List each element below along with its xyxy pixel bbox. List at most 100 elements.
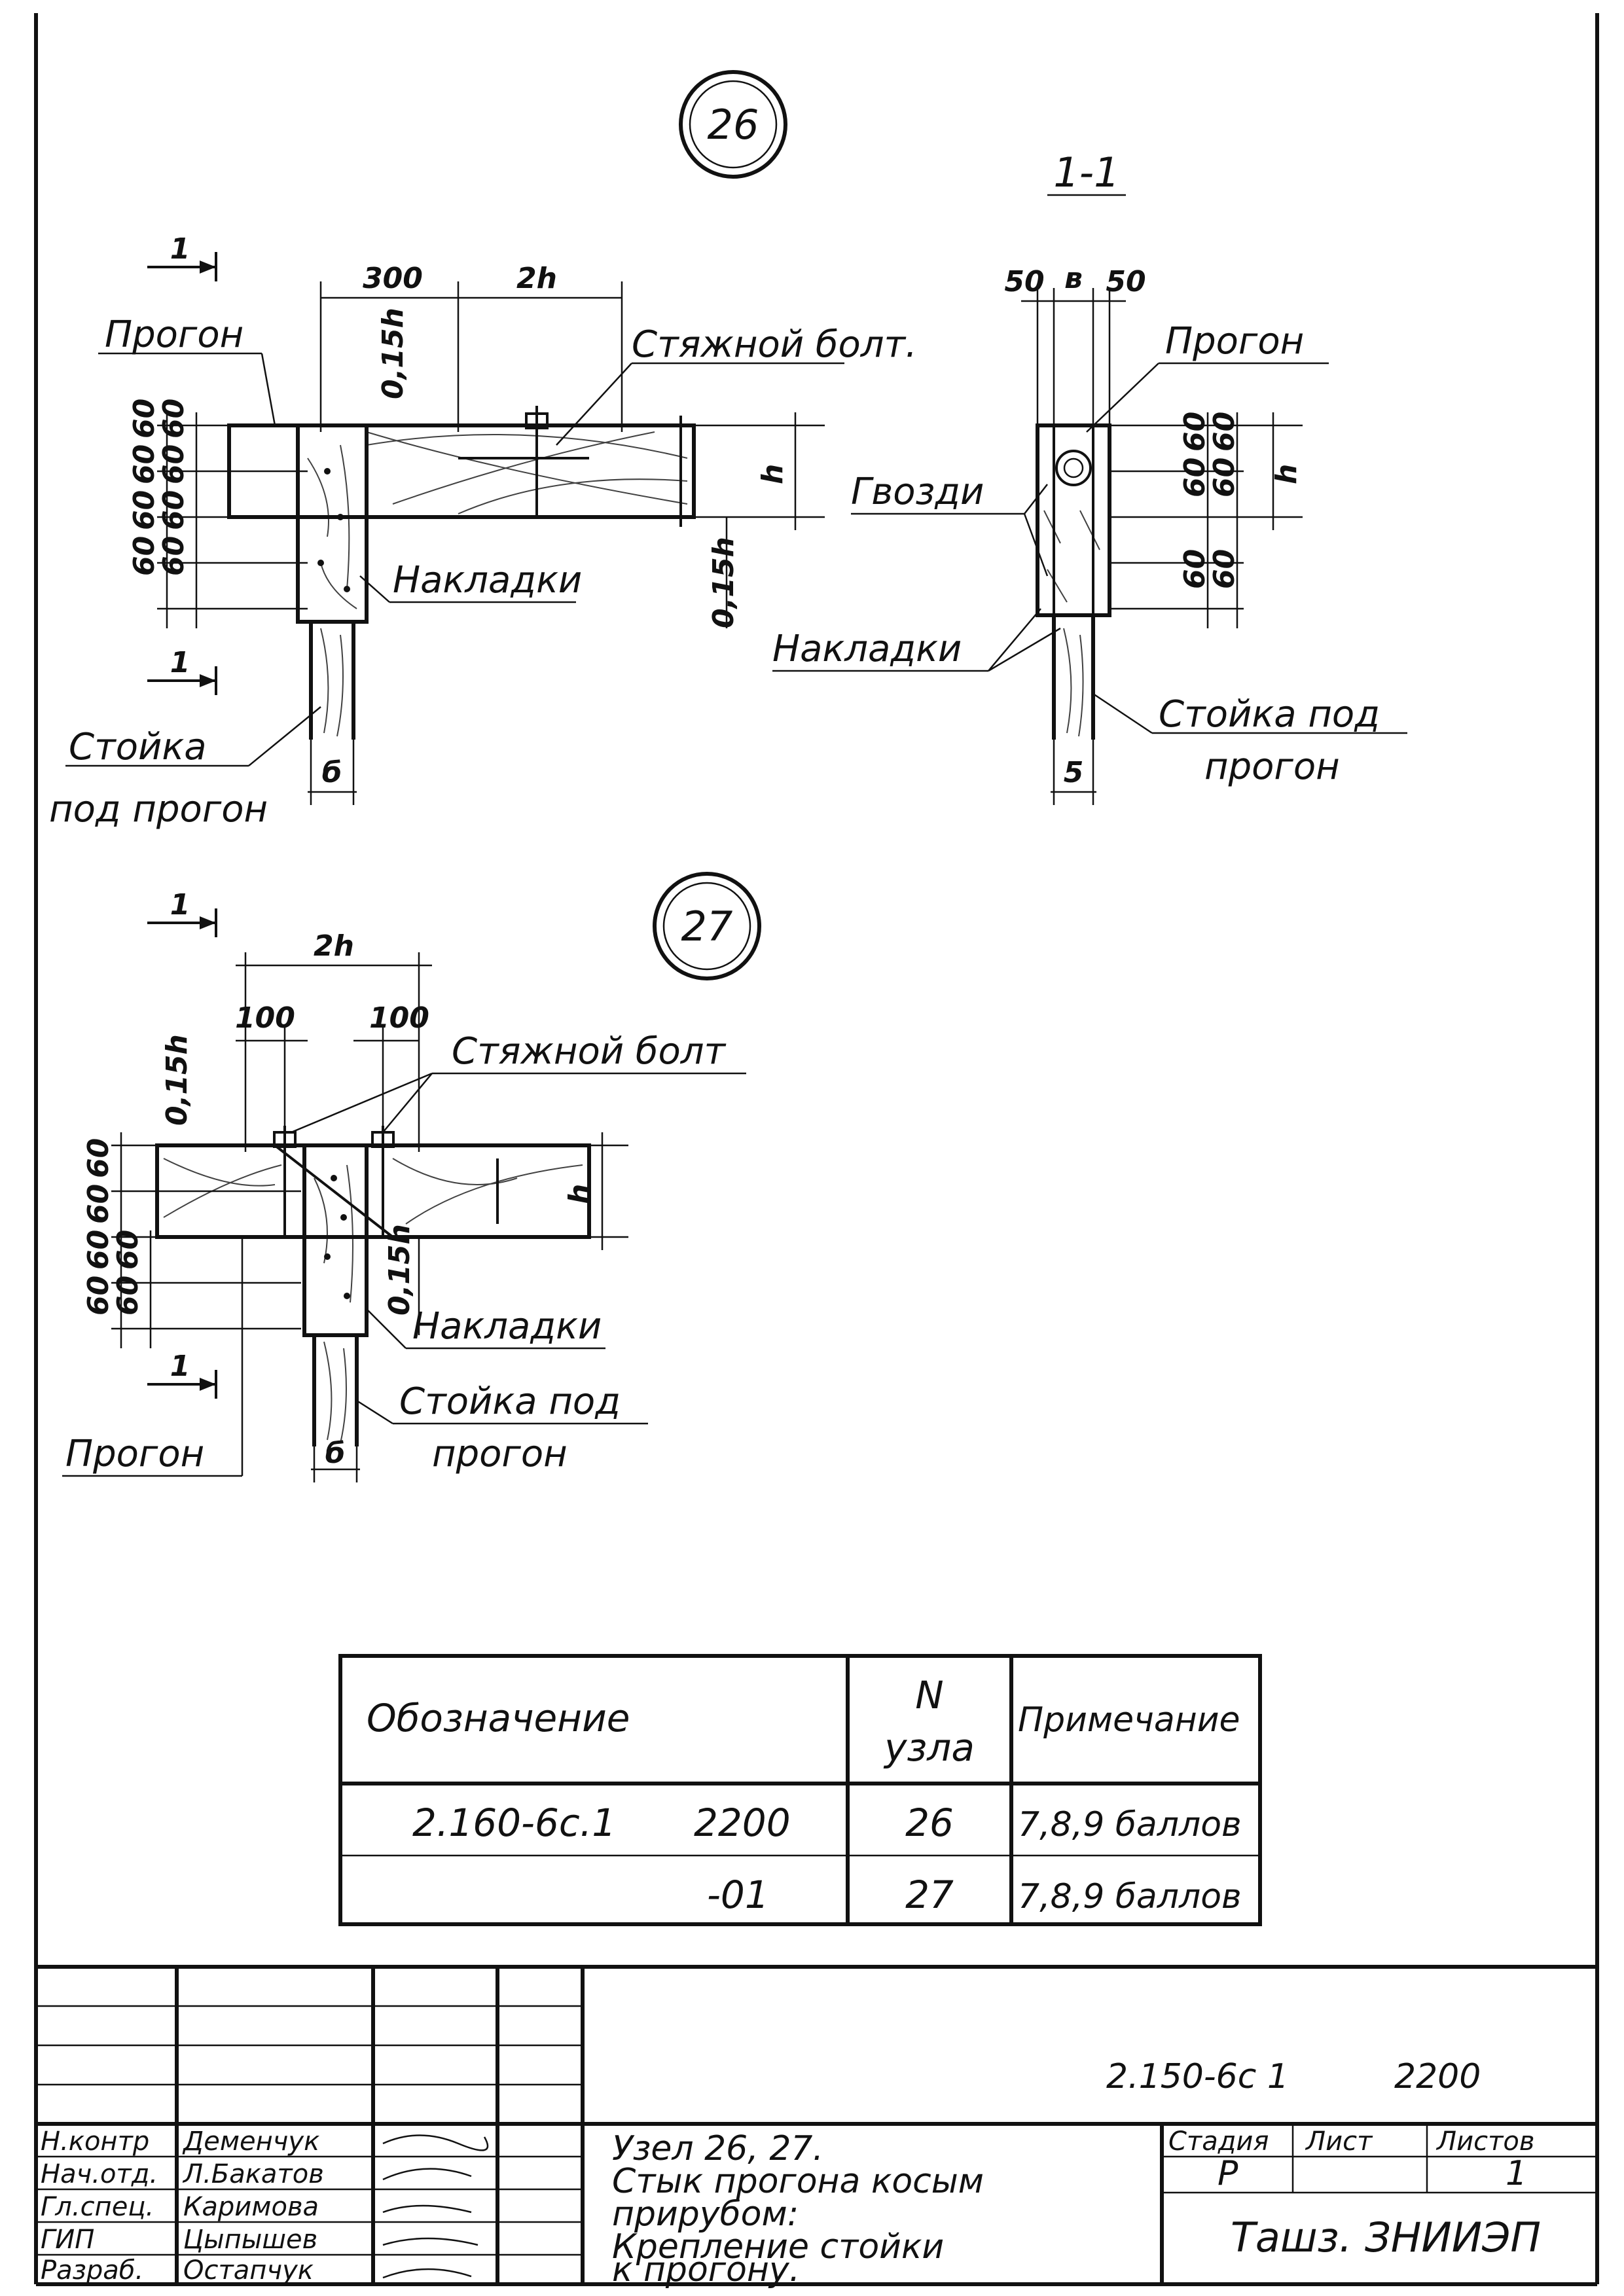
label-pads-27: Накладки [412,1305,602,1348]
svg-text:60: 60 [1208,549,1241,589]
name-3: Цыпышев [183,2225,317,2255]
svg-text:60: 60 [157,490,190,530]
role-4: Разраб. [41,2255,143,2286]
dims-right-section: 60 60 60 60 60 60 h [1110,412,1303,628]
svg-text:60: 60 [128,444,161,484]
svg-text:7,8,9 баллов: 7,8,9 баллов [1018,1877,1242,1916]
svg-text:2h: 2h [516,262,557,295]
svg-text:60: 60 [128,490,161,530]
doc-code: 2.150-6с 1 [1106,2057,1289,2096]
label-post-section-l2: прогон [1204,745,1340,788]
bolt-26 [525,406,549,517]
svg-text:60: 60 [157,536,190,576]
section-mark-bottom-26: 1 [147,646,217,695]
title-block: 2.150-6с 1 2200 Н.контр Нач.отд. Гл.спец… [36,1965,1597,2289]
node-27-drawing: 27 1 1 [62,872,761,1482]
svg-text:h: h [756,464,789,484]
svg-text:60: 60 [1178,457,1212,497]
label-pads-section: Накладки [772,628,962,670]
role-2: Гл.спец. [41,2192,154,2222]
post-27 [312,1335,359,1446]
labels-27: Стяжной болт Накладки Стойка под прогон … [62,1030,746,1477]
name-4: Остапчук [183,2255,314,2286]
label-nails: Гвозди [851,471,984,513]
svg-text:5: 5 [1064,756,1084,789]
header-note: Примечание [1018,1700,1240,1740]
label-bolt-27: Стяжной болт [452,1030,727,1073]
svg-text:1: 1 [170,646,190,679]
title-line-0: Узел 26, 27. [612,2129,823,2168]
svg-text:300: 300 [363,262,423,295]
section-mark-top-26: 1 [147,232,217,281]
header-node-l1: N [915,1673,943,1717]
stage-header: Стадия [1168,2126,1269,2157]
svg-text:60: 60 [111,1230,145,1270]
sheets-value: 1 [1506,2154,1527,2193]
node-26-marker: 26 [679,70,787,179]
role-0: Н.контр [41,2126,149,2157]
node-27-marker: 27 [653,872,761,980]
dims-top-section: 50 в 50 [1004,262,1146,425]
svg-text:60: 60 [128,536,161,576]
svg-text:h: h [563,1184,596,1204]
signatures [382,2134,489,2279]
label-post-26-l1: Стойка [69,726,207,768]
header-designation: Обозначение [367,1696,630,1740]
post-26 [309,622,355,740]
label-purlin-26: Прогон [105,314,244,356]
section-mark-top-27: 1 [147,888,217,937]
dims-right-27: h 0,15h [383,1132,628,1335]
sheets-header: Листов [1435,2126,1534,2157]
table-row: 2.160-6с.1 2200 26 7,8,9 баллов [412,1801,1242,1845]
section-title: 1-1 [1053,149,1119,196]
svg-text:0,15h: 0,15h [160,1034,194,1126]
svg-text:-01: -01 [707,1873,769,1917]
label-post-27-l2: прогон [432,1433,568,1475]
svg-text:1: 1 [170,888,190,922]
labels-26: Прогон Стяжной болт. Накладки Стойка под… [49,314,917,831]
dim-b-27: б [311,1437,360,1482]
svg-text:60: 60 [82,1276,115,1316]
svg-text:60: 60 [1178,549,1212,589]
svg-text:100: 100 [235,1001,295,1035]
svg-text:h: h [1270,464,1303,484]
label-purlin-section: Прогон [1165,320,1304,363]
svg-text:60: 60 [82,1230,115,1270]
title-line-3: Крепление стойки [612,2227,944,2267]
svg-text:1: 1 [170,232,190,266]
header-node-l2: узла [883,1725,975,1770]
svg-text:100: 100 [369,1001,429,1035]
svg-text:26: 26 [905,1801,954,1845]
section-1-1-drawing: 1-1 50 в 50 [772,149,1407,805]
section-body [1036,423,1111,617]
label-pads-26: Накладки [393,559,582,601]
node-26-number: 26 [708,101,759,149]
svg-text:б: б [322,756,342,789]
svg-text:60: 60 [157,444,190,484]
table-row: -01 27 7,8,9 баллов [707,1873,1242,1917]
sheet-header: Лист [1305,2126,1373,2157]
pads-27 [302,1143,369,1337]
svg-text:60: 60 [1178,412,1212,452]
svg-text:60: 60 [82,1184,115,1224]
dims-top-27: 2h 100 100 0,15h [160,929,432,1152]
svg-text:0,15h: 0,15h [707,537,740,628]
dim-b-26: б [308,740,357,805]
sheet-frame [34,13,1599,2286]
svg-text:0,15h: 0,15h [376,308,410,399]
dims-left-27: 60 60 60 60 60 60 [82,1132,301,1348]
dims-left-26: 60 60 60 60 60 60 60 60 [128,399,308,628]
name-1: Л.Бакатов [182,2159,324,2189]
name-2: Каримова [183,2192,319,2222]
label-purlin-27: Прогон [65,1433,204,1475]
spec-table: Обозначение N узла Примечание 2.160-6с.1… [338,1654,1262,1926]
section-mark-bottom-27: 1 [147,1350,217,1399]
svg-text:б: б [325,1437,346,1470]
pads-26 [296,423,369,624]
svg-text:в: в [1064,262,1083,295]
labels-section: Прогон Гвозди Накладки Стойка под прогон [772,320,1407,788]
node-26-drawing: 26 1 1 [49,70,917,831]
svg-text:50: 50 [1106,265,1146,298]
svg-text:1: 1 [170,1350,190,1383]
